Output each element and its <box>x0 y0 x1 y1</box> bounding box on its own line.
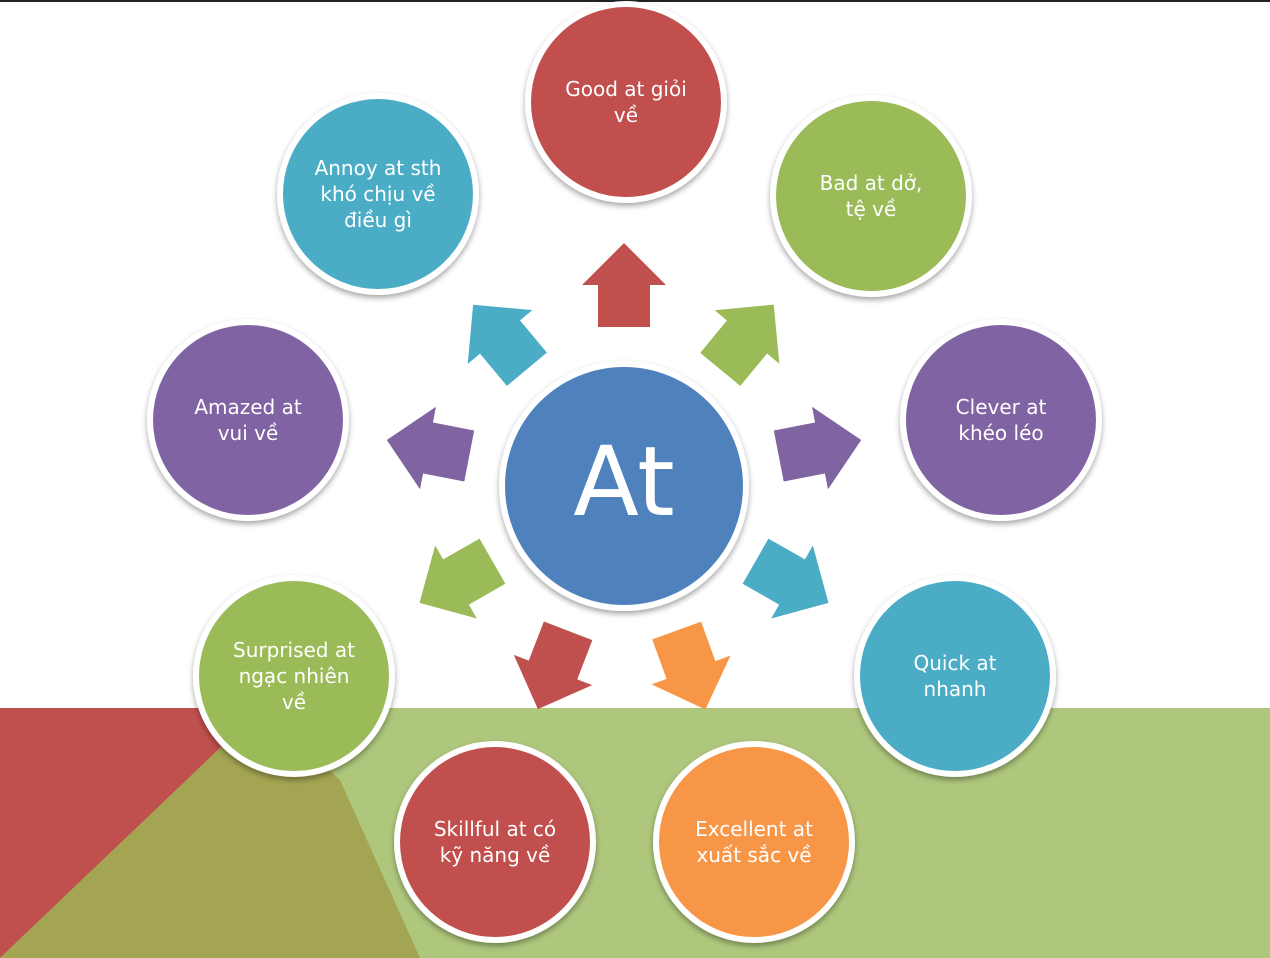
node-circle-excellent-at <box>653 741 855 943</box>
node-circle-annoy-at <box>277 93 479 295</box>
circle-layer <box>147 1 1102 943</box>
arrow-amazed-at <box>386 406 475 490</box>
center-circle <box>499 361 749 611</box>
arrow-excellent-at <box>651 621 731 710</box>
arrow-clever-at <box>773 406 862 490</box>
arrow-quick-at <box>742 538 829 619</box>
arrow-annoy-at <box>467 304 547 386</box>
top-border-line <box>0 0 1270 2</box>
node-circle-surprised-at <box>193 575 395 777</box>
arrow-skillful-at <box>513 621 593 710</box>
arrow-surprised-at <box>419 538 506 619</box>
node-circle-quick-at <box>854 575 1056 777</box>
node-circle-amazed-at <box>147 319 349 521</box>
arrow-layer <box>386 243 862 710</box>
node-circle-skillful-at <box>394 741 596 943</box>
arrow-good-at <box>582 243 666 327</box>
node-circle-good-at <box>525 1 727 203</box>
node-circle-bad-at <box>770 95 972 297</box>
node-circle-clever-at <box>900 319 1102 521</box>
center-label: At <box>573 426 675 538</box>
arrow-bad-at <box>700 304 780 386</box>
